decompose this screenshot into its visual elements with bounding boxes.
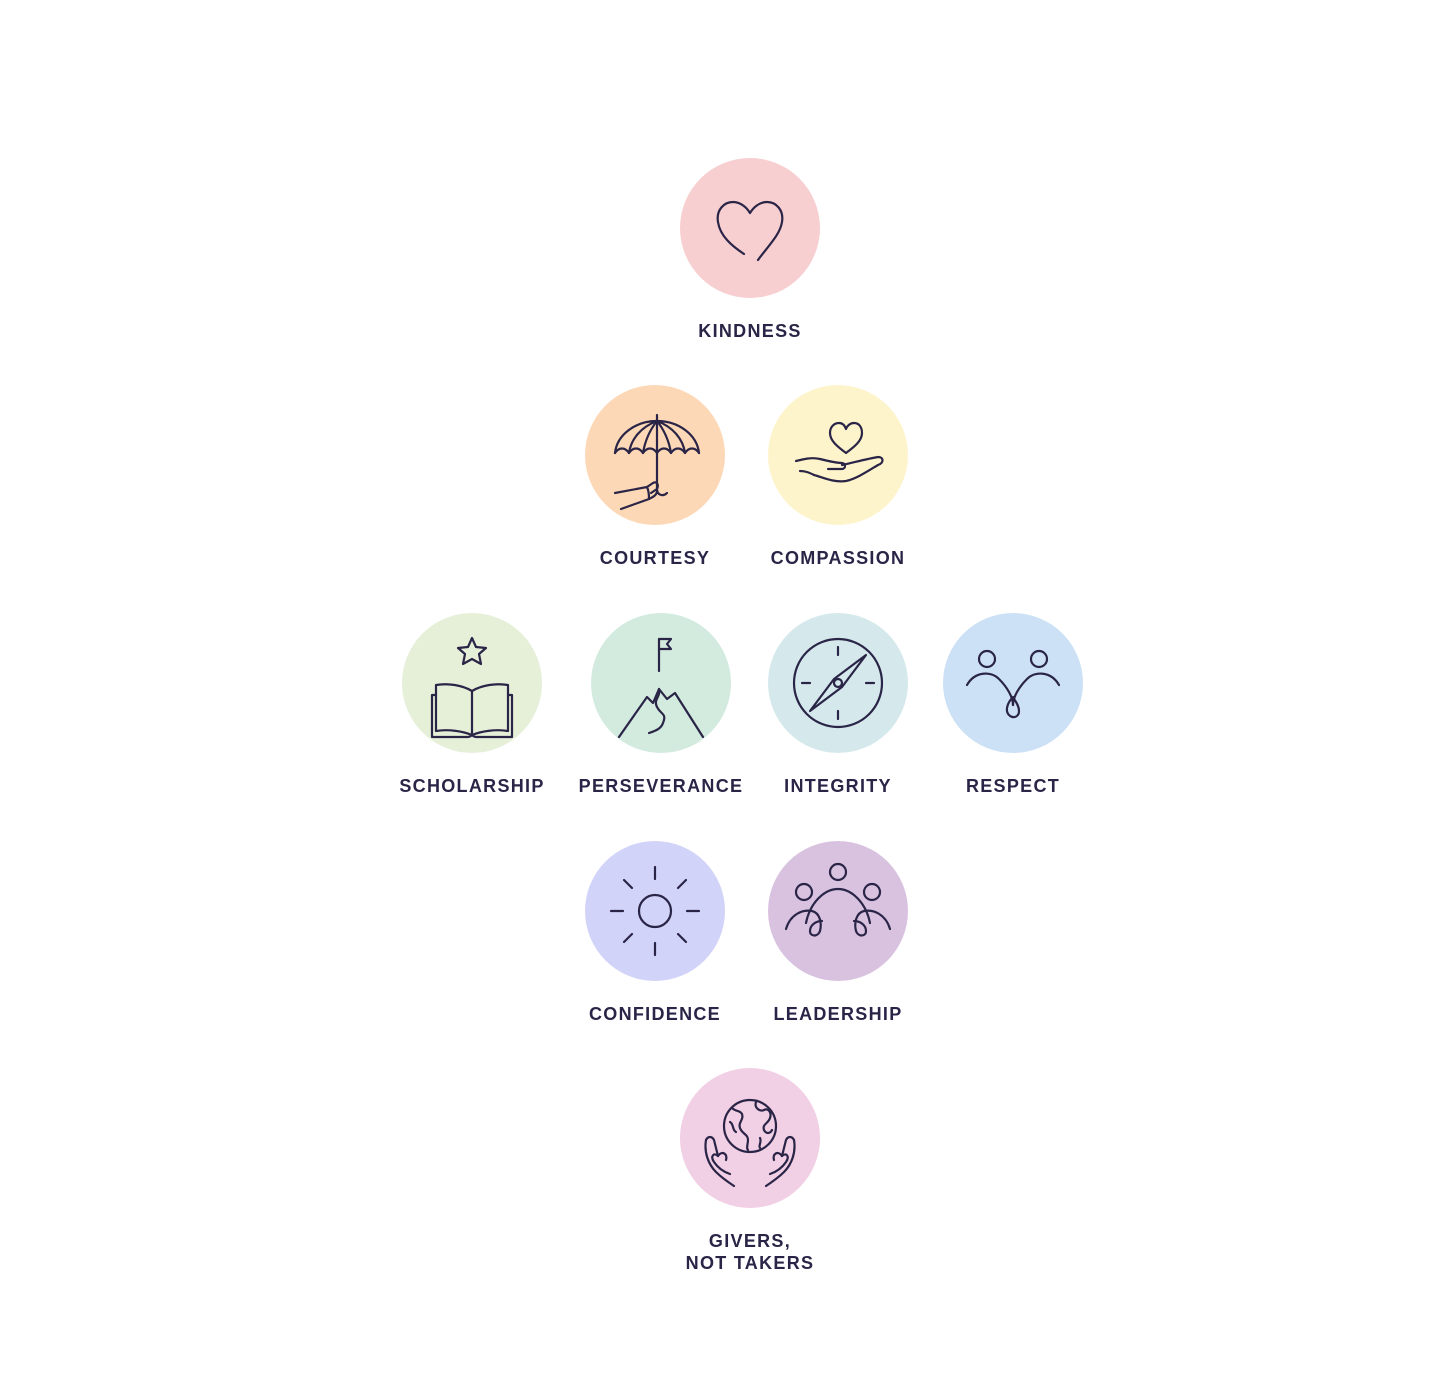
value-compassion: COMPASSION [738, 385, 938, 569]
compassion-label: COMPASSION [770, 548, 906, 568]
two-people-icon [965, 649, 1061, 719]
value-givers-not-takers: GIVERS, NOT TAKERS [650, 1068, 850, 1274]
value-leadership: LEADERSHIP [738, 841, 938, 1025]
respect-circle [943, 613, 1083, 753]
givers-label: GIVERS, NOT TAKERS [686, 1230, 815, 1274]
value-courtesy: COURTESY [555, 385, 755, 569]
heart-in-hand-icon [794, 421, 884, 483]
courtesy-label: COURTESY [599, 548, 711, 568]
scholarship-circle [402, 613, 542, 753]
sun-icon [609, 865, 701, 957]
umbrella-icon [613, 413, 701, 511]
integrity-label: INTEGRITY [784, 776, 892, 796]
givers-label-line1: GIVERS, [708, 1231, 792, 1251]
courtesy-circle [585, 385, 725, 525]
heart-icon [716, 200, 784, 262]
mountain-flag-icon [617, 637, 705, 739]
compass-icon [792, 637, 884, 729]
value-perseverance: PERSEVERANCE [561, 613, 761, 797]
kindness-label: KINDNESS [698, 321, 802, 341]
perseverance-circle [591, 613, 731, 753]
scholarship-label: SCHOLARSHIP [399, 776, 545, 796]
respect-label: RESPECT [965, 776, 1061, 796]
value-kindness: KINDNESS [650, 158, 850, 342]
givers-circle [680, 1068, 820, 1208]
value-confidence: CONFIDENCE [555, 841, 755, 1025]
perseverance-label: PERSEVERANCE [578, 776, 744, 796]
hands-globe-icon [704, 1098, 796, 1188]
value-scholarship: SCHOLARSHIP [372, 613, 572, 797]
confidence-circle [585, 841, 725, 981]
leadership-label: LEADERSHIP [773, 1004, 903, 1024]
givers-label-line2: NOT TAKERS [685, 1253, 815, 1273]
value-respect: RESPECT [913, 613, 1113, 797]
group-icon [784, 862, 892, 937]
compassion-circle [768, 385, 908, 525]
leadership-circle [768, 841, 908, 981]
kindness-circle [680, 158, 820, 298]
value-integrity: INTEGRITY [738, 613, 938, 797]
confidence-label: CONFIDENCE [588, 1004, 721, 1024]
open-book-star-icon [430, 636, 514, 739]
integrity-circle [768, 613, 908, 753]
